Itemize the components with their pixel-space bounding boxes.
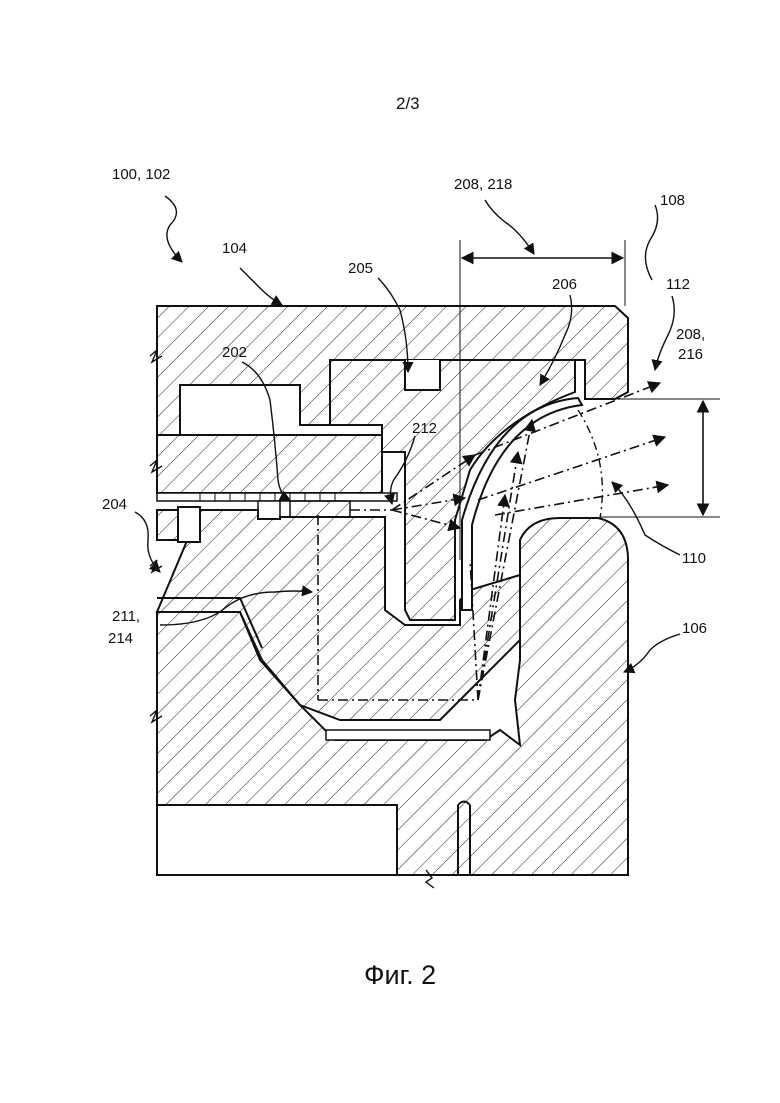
ref-label-112: 112 xyxy=(666,276,690,293)
ref-label-100-102: 100, 102 xyxy=(112,166,170,183)
field-arc-110 xyxy=(578,410,602,518)
ref-label-106: 106 xyxy=(682,620,707,637)
ref-label-211-214-line1: 211, xyxy=(112,608,140,625)
ref-label-104: 104 xyxy=(222,240,247,257)
ref-label-205: 205 xyxy=(348,260,373,277)
ref-label-212: 212 xyxy=(412,420,437,437)
emitter-202 xyxy=(290,501,350,517)
ref-label-110: 110 xyxy=(682,550,706,567)
ref-label-108: 108 xyxy=(660,192,685,209)
lower-channel xyxy=(326,730,490,740)
ref-label-208-216-line1: 208, xyxy=(676,326,705,343)
page-number: 2/3 xyxy=(396,94,420,114)
ref-label-211-214-line2: 214 xyxy=(108,630,133,647)
dimension-208-216 xyxy=(600,399,720,517)
circuit-plate xyxy=(157,435,382,493)
ref-label-208-216-line2: 216 xyxy=(678,346,703,363)
sensor-board xyxy=(157,493,397,501)
figure-caption: Фиг. 2 xyxy=(364,960,436,991)
ref-label-202: 202 xyxy=(222,344,247,361)
slot-205 xyxy=(405,360,440,390)
ref-label-208-218: 208, 218 xyxy=(454,176,512,193)
chip-box xyxy=(258,501,280,519)
ref-label-204: 204 xyxy=(102,496,127,513)
bottom-cavity xyxy=(157,805,397,875)
ref-label-206: 206 xyxy=(552,276,577,293)
side-block xyxy=(178,507,200,542)
